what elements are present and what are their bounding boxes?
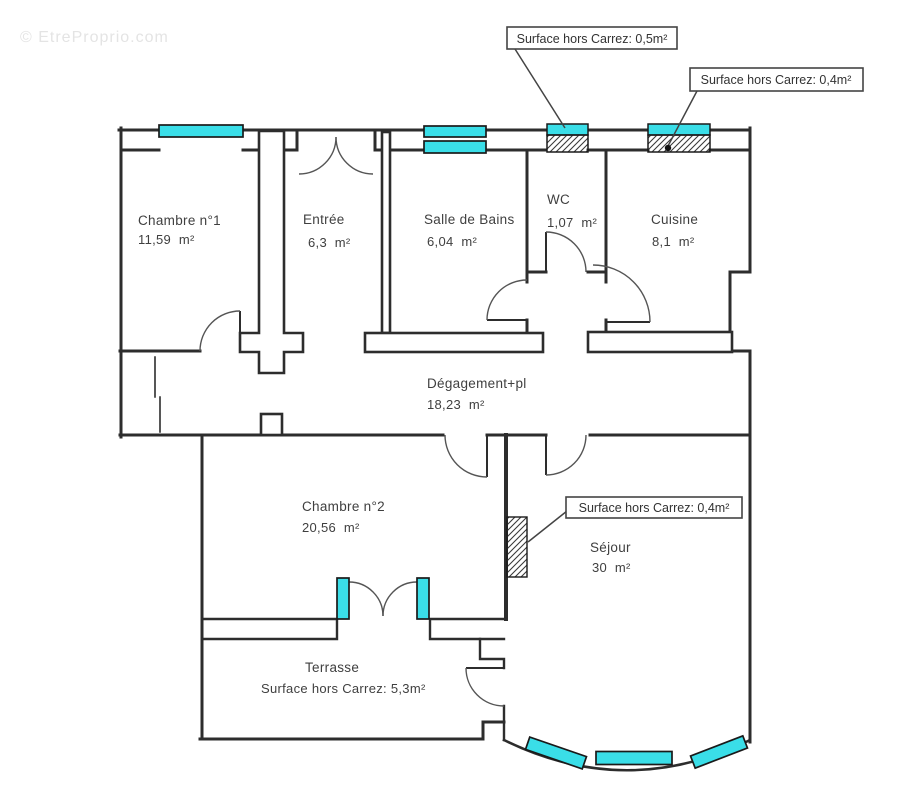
leader-cuisine — [667, 90, 698, 147]
windows — [158, 124, 749, 770]
area-chambre2: 20,56 m² — [302, 520, 360, 535]
entry-door-arc-right — [335, 136, 374, 175]
ch1-door-arc — [199, 310, 241, 352]
wall-ch2-terrasse — [200, 617, 508, 641]
wall-sdb-bottom — [363, 331, 545, 354]
wall-terrasse-bottom — [198, 720, 506, 741]
corridor-pillar — [259, 412, 284, 437]
room-labels: Chambre n°1 11,59 m² Entrée 6,3 m² Salle… — [138, 192, 698, 696]
hatch-wc-window — [546, 123, 589, 136]
cuisine-door-arc — [592, 264, 651, 323]
annotation-box-wc — [506, 26, 678, 50]
annotation-box-sejour — [565, 496, 743, 519]
wall-ch1-entree — [238, 129, 305, 375]
label-sdb: Salle de Bains — [424, 212, 515, 227]
bow-window-right — [689, 734, 749, 770]
wall-sejour-left-steps — [478, 637, 506, 742]
label-terrasse: Terrasse — [305, 660, 359, 675]
ch2-door-arc — [444, 434, 488, 478]
sdb-door-arc — [486, 279, 528, 321]
annotation-text-wc: Surface hors Carrez: 0,5m² — [517, 32, 668, 46]
hatch-cuisine-zone — [647, 134, 711, 153]
annotation-box-cuisine — [689, 67, 864, 92]
area-cuisine: 8,1 m² — [652, 234, 695, 249]
bow-window-left — [524, 736, 588, 770]
hatch-sejour-zone — [506, 516, 528, 578]
window-sdb-outer — [423, 125, 487, 138]
wc-door-arc — [545, 231, 587, 273]
leader-lines — [514, 48, 698, 543]
leader-wc — [514, 48, 566, 129]
label-chambre2: Chambre n°2 — [302, 499, 385, 514]
leader-sejour — [527, 510, 568, 543]
terrasse-doorframe-left — [336, 577, 350, 620]
sejour-door-arc — [545, 434, 587, 476]
area-wc: 1,07 m² — [547, 215, 597, 230]
annotation-text-cuisine: Surface hors Carrez: 0,4m² — [701, 73, 852, 87]
door-arcs — [199, 136, 651, 707]
wall-cuisine-bottom — [586, 330, 734, 354]
terrasse-frenchdoor-arc-right — [382, 581, 418, 617]
label-sejour: Séjour — [590, 540, 631, 555]
annotation-text-sejour: Surface hors Carrez: 0,4m² — [579, 501, 730, 515]
wall-right-upper — [728, 126, 752, 335]
window-chambre1 — [158, 124, 244, 138]
watermark: © EtreProprio.com — [20, 29, 169, 46]
annotation-boxes: Surface hors Carrez: 0,5m² Surface hors … — [506, 26, 864, 519]
label-chambre1: Chambre n°1 — [138, 213, 221, 228]
label-cuisine: Cuisine — [651, 212, 698, 227]
label-wc: WC — [547, 192, 570, 207]
label-entree: Entrée — [303, 212, 345, 227]
area-degagement: 18,23 m² — [427, 397, 485, 412]
bow-window-center — [595, 750, 673, 766]
wall-right-lower — [730, 349, 752, 744]
terrasse-doorframe-right — [416, 577, 430, 620]
door-leaves — [239, 232, 650, 669]
leader-dot — [664, 144, 672, 152]
terrasse-frenchdoor-arc-left — [348, 581, 384, 617]
corridor-door-leaves — [154, 356, 161, 433]
label-degagement: Dégagement+pl — [427, 376, 527, 391]
area-terrasse: Surface hors Carrez: 5,3m² — [261, 681, 426, 696]
hors-carrez-zones — [506, 123, 711, 578]
entry-door-jambs — [295, 129, 377, 152]
wall-entree-sdb — [380, 130, 392, 335]
window-sdb-inner — [423, 140, 487, 154]
area-entree: 6,3 m² — [308, 235, 351, 250]
area-sdb: 6,04 m² — [427, 234, 477, 249]
area-chambre1: 11,59 m² — [138, 232, 195, 247]
area-sejour: 30 m² — [592, 560, 631, 575]
terrasse-door-arc — [465, 667, 505, 707]
entry-door-arc-left — [298, 136, 337, 175]
hatch-wc-zone — [546, 134, 589, 153]
